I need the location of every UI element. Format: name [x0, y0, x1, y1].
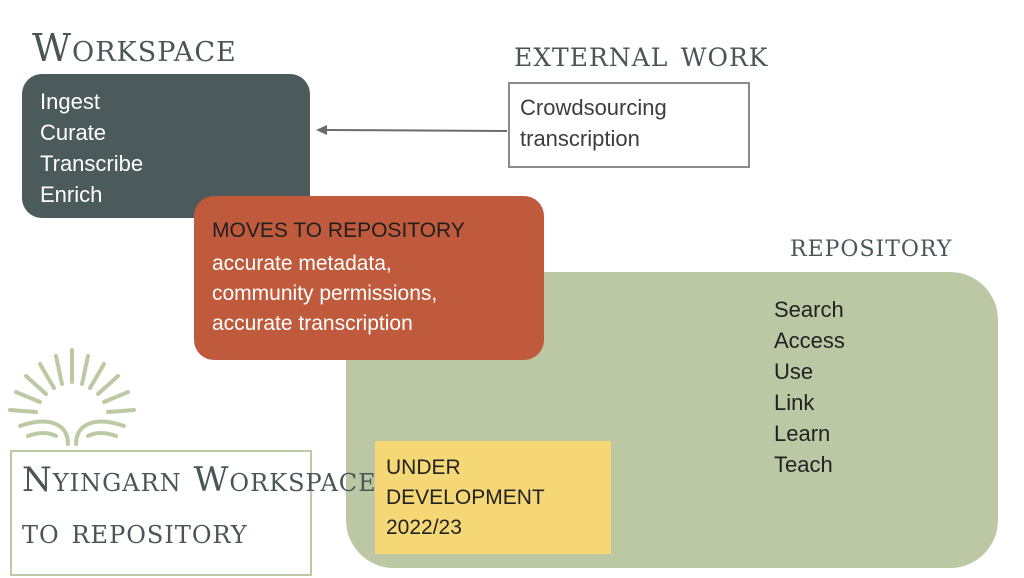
dev-line-1: UNDER	[386, 456, 461, 479]
under-development-box	[375, 441, 611, 554]
repository-item-teach: Teach	[774, 452, 833, 477]
repository-item-link: Link	[774, 390, 815, 415]
moves-heading: MOVES TO REPOSITORY	[212, 219, 465, 242]
caption-line-2: to repository	[22, 512, 248, 552]
external-line-2: transcription	[520, 126, 640, 151]
repository-item-learn: Learn	[774, 421, 831, 446]
workspace-item-ingest: Ingest	[40, 89, 100, 114]
external-line-1: Crowdsourcing	[520, 95, 667, 120]
moves-line-3: accurate transcription	[212, 312, 413, 335]
moves-line-1: accurate metadata,	[212, 252, 392, 275]
repository-title: repository	[790, 226, 953, 264]
moves-requirements: accurate metadata, community permissions…	[212, 249, 437, 339]
sunrise-plant-icon	[8, 348, 136, 446]
workspace-item-curate: Curate	[40, 120, 107, 145]
repository-item-use: Use	[774, 359, 814, 384]
repository-item-search: Search	[774, 297, 844, 322]
workspace-title: Workspace	[32, 26, 237, 70]
external-work-box	[508, 82, 750, 168]
dev-line-2: DEVELOPMENT	[386, 486, 545, 509]
external-work-text: Crowdsourcing transcription	[520, 92, 667, 154]
caption-line-1: Nyingarn Workspace	[22, 460, 377, 500]
workspace-item-enrich: Enrich	[40, 182, 103, 207]
external-work-title: external work	[514, 34, 769, 75]
under-development-text: UNDER DEVELOPMENT 2022/23	[386, 453, 545, 543]
workspace-box	[22, 74, 310, 218]
caption-box	[10, 450, 312, 576]
dev-line-3: 2022/23	[386, 516, 462, 539]
workspace-item-transcribe: Transcribe	[40, 151, 144, 176]
moves-line-2: community permissions,	[212, 282, 438, 305]
workspace-list: Ingest Curate Transcribe Enrich	[40, 86, 143, 210]
repository-list: Search Access Use Link Learn Teach	[774, 294, 845, 480]
repository-item-access: Access	[774, 328, 845, 353]
moves-to-repository-box	[194, 196, 544, 360]
